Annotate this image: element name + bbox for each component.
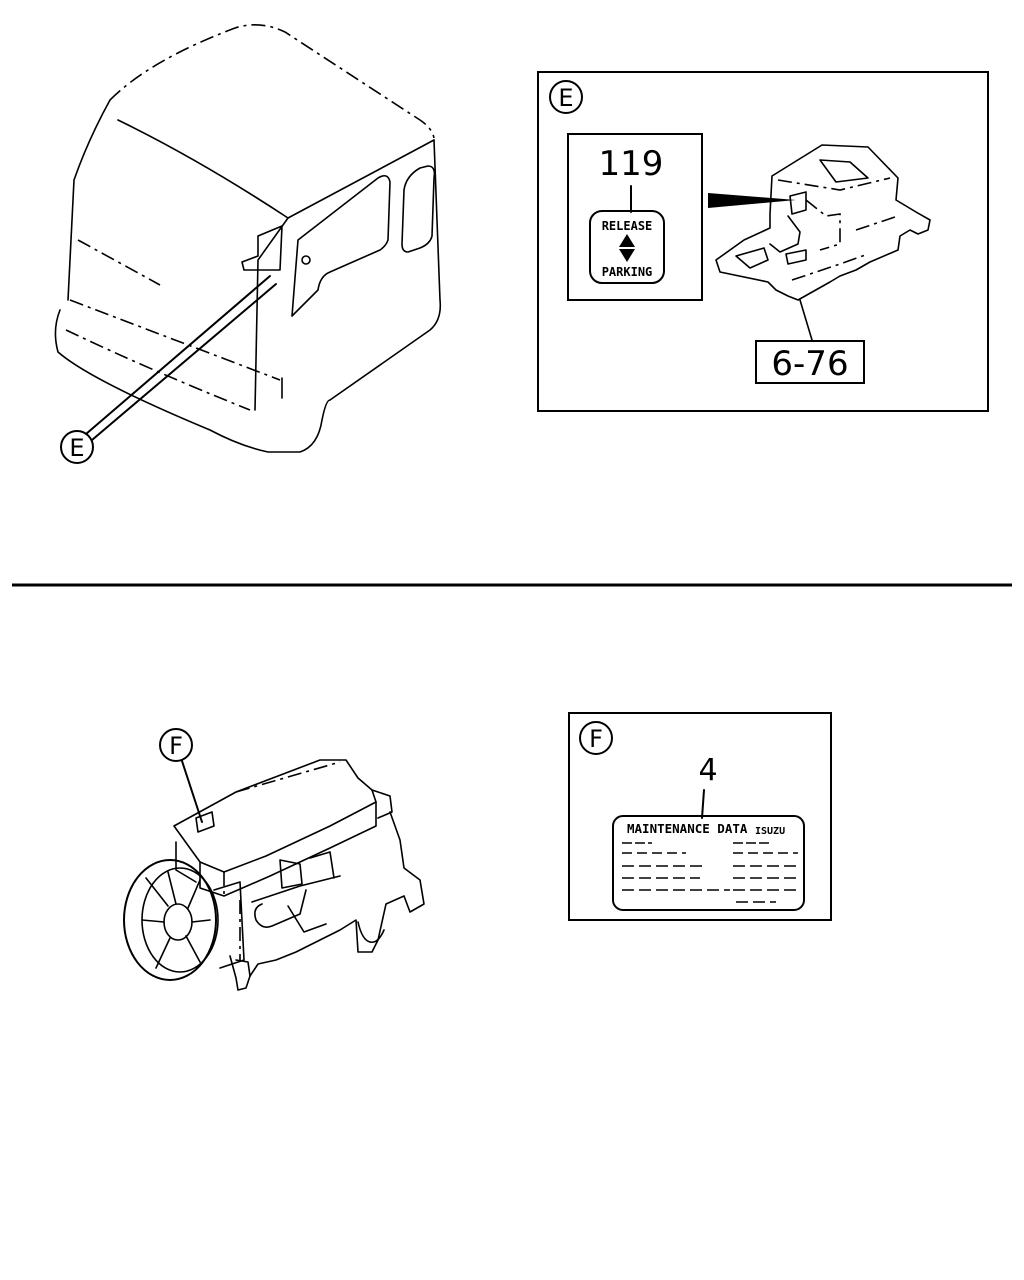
detail-view-e: E 119 RELEASE PARKING — [537, 71, 989, 412]
maintenance-table-lines — [622, 842, 798, 903]
callout-f-engine: F — [159, 728, 203, 823]
callout-f-detail: F — [579, 721, 613, 755]
part-number-4: 4 — [698, 753, 717, 788]
release-text: RELEASE — [602, 219, 653, 233]
pointer-wedge — [708, 193, 796, 208]
center-console-illustration — [715, 144, 931, 341]
callout-e-cab: E — [60, 430, 94, 464]
svg-text:E: E — [558, 84, 573, 112]
cab-illustration — [54, 24, 442, 453]
release-parking-label-plate: 119 RELEASE PARKING — [567, 133, 703, 301]
up-down-arrow-icon — [619, 234, 635, 262]
svg-text:E: E — [69, 434, 84, 462]
detail-view-f: F 4 MAINTENANCE DATA ISUZU — [568, 712, 832, 921]
console-ref-box: 6-76 — [755, 340, 865, 384]
svg-text:F: F — [169, 732, 183, 760]
callout-e-detail: E — [549, 80, 583, 114]
maintenance-data-label: MAINTENANCE DATA ISUZU — [612, 815, 805, 911]
engine-illustration — [123, 759, 425, 991]
part-number-119: 119 — [599, 144, 664, 184]
svg-text:F: F — [589, 725, 603, 753]
maintenance-brand: ISUZU — [755, 826, 785, 837]
parking-text: PARKING — [602, 265, 653, 279]
maintenance-title: MAINTENANCE DATA — [627, 821, 748, 836]
part-number-6-76: 6-76 — [771, 344, 848, 384]
